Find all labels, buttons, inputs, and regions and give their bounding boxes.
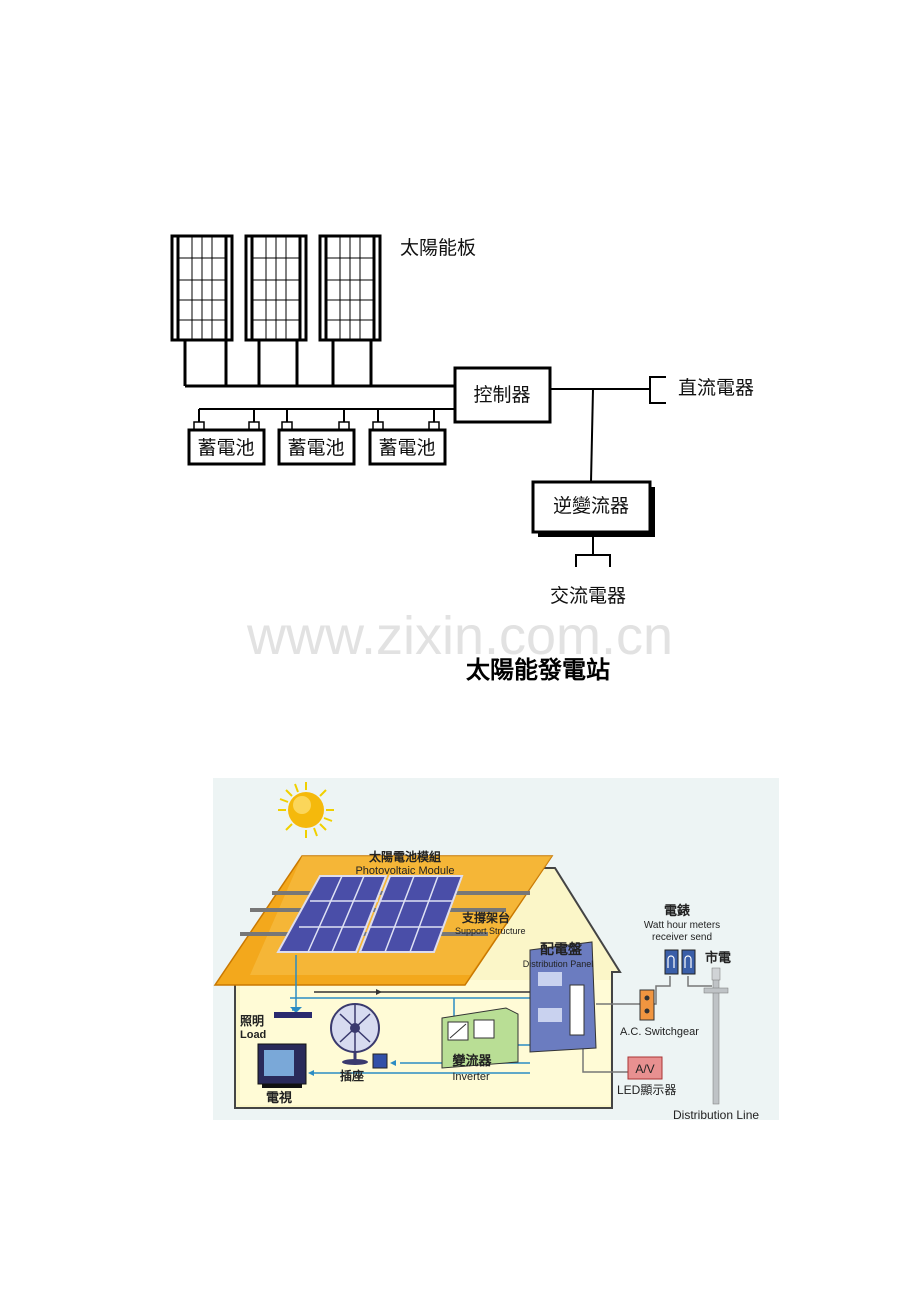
block-diagram: 太陽能板 控制器 蓄電池 蓄電池 蓄電池	[170, 234, 754, 607]
switchgear-icon	[639, 989, 655, 1021]
inverter-label-en: Inverter	[452, 1071, 490, 1083]
arrow-icon	[390, 1060, 396, 1066]
battery-label: 蓄電池	[378, 437, 435, 459]
distribution-line-label: Distribution Line	[673, 1108, 759, 1122]
switchgear-label: A.C. Switchgear	[620, 1026, 699, 1038]
outlet-label-zh: 插座	[340, 1068, 364, 1083]
sun-icon	[278, 782, 334, 838]
distribution-panel-label-en: Distribution Panel	[523, 959, 594, 969]
solar-panel-label: 太陽能板	[400, 237, 476, 259]
inverter-box	[531, 480, 652, 534]
load-label-en: Load	[240, 1029, 266, 1041]
arrow-icon	[290, 1007, 302, 1013]
meter-label-zh: 電錶	[664, 903, 690, 919]
grid-label-zh: 市電	[705, 950, 731, 966]
led-display-label: LED顯示器	[617, 1083, 676, 1097]
support-label-zh: 支撐架台	[461, 910, 510, 925]
watermark: www.zixin.com.cn	[246, 606, 673, 666]
solar-panels	[170, 234, 382, 342]
arrow-icon	[308, 1070, 314, 1076]
meter-icons	[664, 949, 696, 975]
av-label: A/V	[635, 1062, 654, 1076]
meter-label-en-1: Watt hour meters	[644, 920, 720, 931]
inverter-shadow	[650, 487, 655, 536]
pv-module-label-zh: 太陽電池模組	[369, 849, 441, 864]
outlet-icon	[372, 1053, 388, 1069]
tv-label-zh: 電視	[266, 1090, 292, 1106]
controller-box	[453, 366, 552, 424]
battery-label: 蓄電池	[287, 437, 344, 459]
utility-pole-icon	[703, 967, 729, 1105]
controller-label: 控制器	[473, 384, 530, 406]
arrow-icon	[376, 989, 382, 995]
dc-load-label: 直流電器	[678, 377, 754, 399]
tv-icon	[257, 1043, 307, 1088]
battery-box	[187, 428, 266, 466]
fan-icon	[330, 1003, 380, 1065]
battery-label: 蓄電池	[197, 437, 254, 459]
ac-wiring	[575, 537, 611, 567]
inverter-label: 逆變流器	[553, 495, 629, 517]
support-label-en: Support Structure	[455, 926, 526, 936]
ac-load-label: 交流電器	[550, 585, 626, 607]
lighting-label-zh: 照明	[240, 1013, 264, 1028]
solar-panel	[318, 234, 382, 342]
av-display-icon	[627, 1056, 663, 1080]
solar-panel	[170, 234, 234, 342]
house-illustration: 太陽電池模組 Photovoltaic Module 支撐架台 Support …	[213, 778, 779, 1122]
lamp-icon	[274, 1012, 312, 1018]
inverter-shadow	[538, 532, 655, 537]
solar-panel	[244, 234, 308, 342]
battery-box	[368, 428, 447, 466]
inverter-unit	[441, 1007, 519, 1069]
pv-modules	[276, 875, 464, 953]
battery-wiring	[198, 408, 455, 423]
battery-box	[277, 428, 356, 466]
distribution-panel	[529, 941, 597, 1053]
inverter-wire	[590, 388, 594, 483]
dc-wiring	[550, 376, 666, 404]
meter-label-en-2: receiver send	[652, 932, 712, 943]
page-title: 太陽能發電站	[466, 656, 610, 684]
distribution-panel-label-zh: 配電盤	[540, 941, 583, 958]
pv-module-label-en: Photovoltaic Module	[355, 865, 454, 877]
panel-wiring	[183, 340, 455, 388]
inverter-label-zh: 變流器	[452, 1053, 492, 1069]
